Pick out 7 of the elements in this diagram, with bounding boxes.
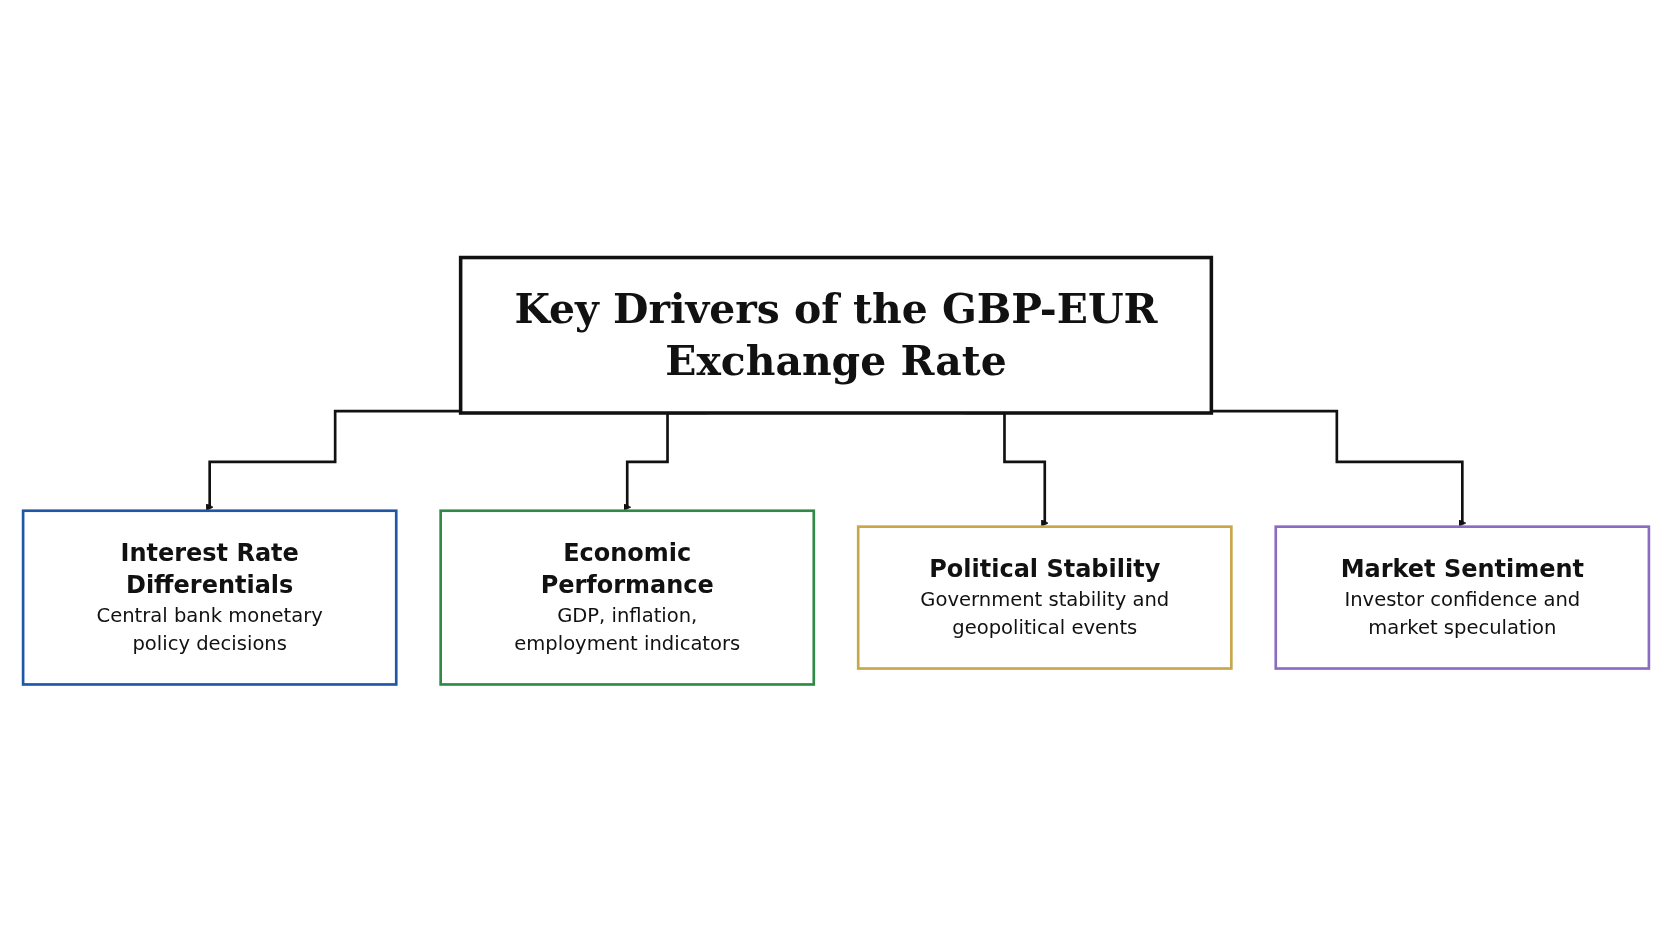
node-box: Political Stability Government stability and geopolitical events <box>856 524 1233 670</box>
node-box: Interest Rate Differentials Central bank monetary policy decisions <box>21 508 398 686</box>
node-box: Key Drivers of the GBP-EUR Exchange Rate <box>458 255 1214 415</box>
arrow <box>1211 409 1467 527</box>
arrow <box>205 409 461 511</box>
node-box: Market Sentiment Investor confidence and market speculation <box>1274 524 1651 670</box>
node-box: Economic Performance GDP, inflation, employment indicators <box>439 508 816 686</box>
